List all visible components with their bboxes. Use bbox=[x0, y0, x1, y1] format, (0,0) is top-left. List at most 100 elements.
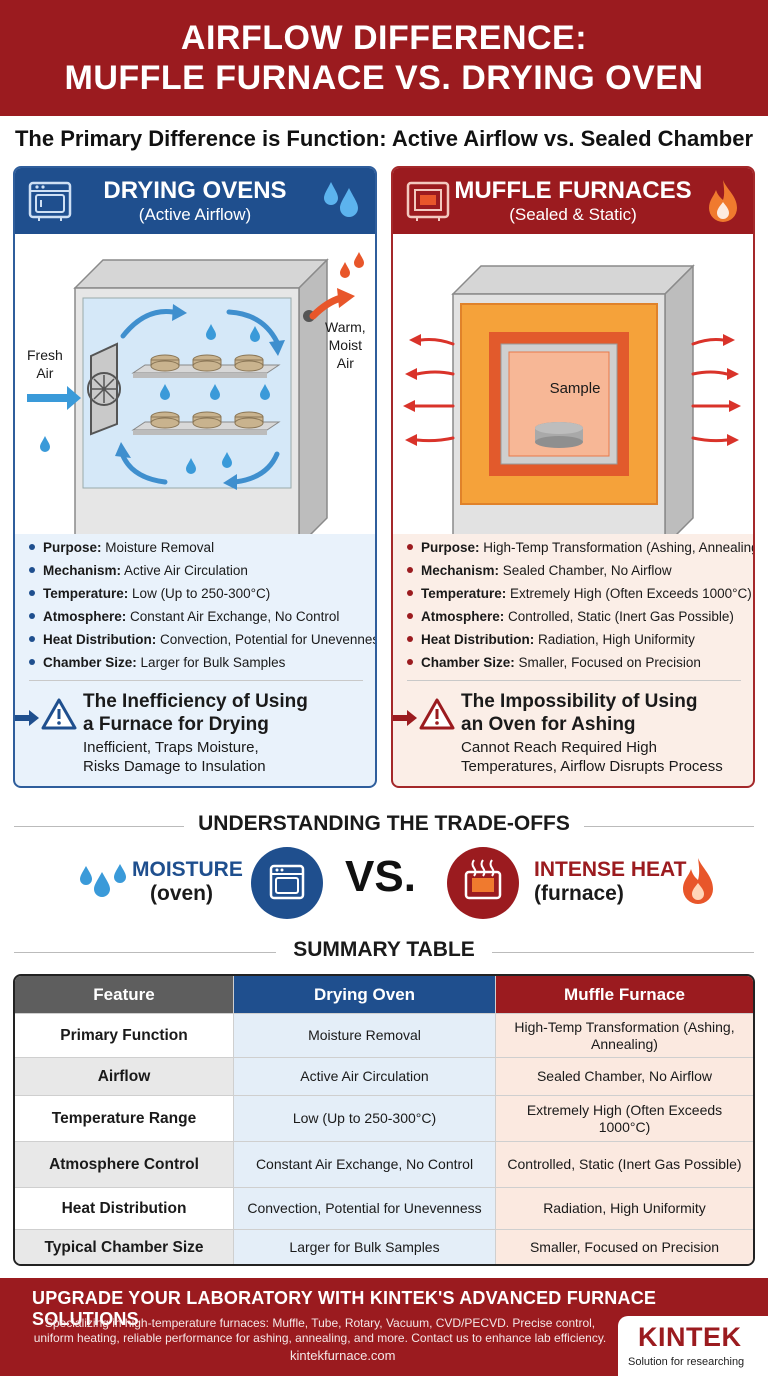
water-drops-icon bbox=[80, 864, 126, 897]
warning-icon bbox=[41, 698, 77, 730]
table-cell-furnace: Smaller, Focused on Precision bbox=[496, 1230, 753, 1264]
oven-divider bbox=[29, 680, 363, 681]
oven-icon bbox=[28, 181, 72, 221]
furnace-properties-list: Purpose: High-Temp Transformation (Ashin… bbox=[407, 536, 753, 674]
summary-heading: SUMMARY TABLE bbox=[0, 938, 768, 968]
summary-table: Feature Drying Oven Muffle Furnace Prima… bbox=[13, 974, 755, 1266]
intense-heat-sublabel: (furnace) bbox=[534, 882, 624, 905]
table-cell-feature: Typical Chamber Size bbox=[15, 1230, 234, 1264]
tradeoffs-heading-text: UNDERSTANDING THE TRADE-OFFS bbox=[198, 812, 570, 835]
table-cell-furnace: Radiation, High Uniformity bbox=[496, 1188, 753, 1229]
table-cell-feature: Airflow bbox=[15, 1058, 234, 1095]
table-row: Primary Function Moisture Removal High-T… bbox=[15, 1014, 753, 1058]
water-drops-icon bbox=[324, 182, 358, 217]
table-row: Temperature Range Low (Up to 250-300°C) … bbox=[15, 1096, 753, 1142]
table-row: Typical Chamber Size Larger for Bulk Sam… bbox=[15, 1230, 753, 1264]
logo-tagline: Solution for researching bbox=[628, 1356, 745, 1368]
furnace-property-item: Atmosphere: Controlled, Static (Inert Ga… bbox=[407, 605, 743, 628]
page-subtitle: The Primary Difference is Function: Acti… bbox=[14, 126, 754, 151]
oven-property-item: Mechanism: Active Air Circulation bbox=[29, 559, 365, 582]
furnace-panel-title: MUFFLE FURNACES bbox=[454, 177, 692, 204]
furnace-property-item: Heat Distribution: Radiation, High Unifo… bbox=[407, 628, 743, 651]
table-header-row: Feature Drying Oven Muffle Furnace bbox=[15, 976, 753, 1014]
table-cell-feature: Primary Function bbox=[15, 1014, 234, 1057]
table-cell-feature: Atmosphere Control bbox=[15, 1142, 234, 1187]
furnace-panel-header: MUFFLE FURNACES (Sealed & Static) bbox=[393, 168, 753, 234]
furnace-icon bbox=[406, 181, 450, 221]
furnace-circle-icon bbox=[447, 847, 519, 919]
moisture-label: MOISTURE bbox=[132, 858, 243, 881]
table-cell-furnace: Extremely High (Often Exceeds 1000°C) bbox=[496, 1096, 753, 1141]
flame-icon bbox=[709, 180, 737, 222]
table-cell-oven: Convection, Potential for Unevenness bbox=[234, 1188, 496, 1229]
table-cell-furnace: Controlled, Static (Inert Gas Possible) bbox=[496, 1142, 753, 1187]
oven-property-item: Heat Distribution: Convection, Potential… bbox=[29, 628, 375, 651]
table-row: Atmosphere Control Constant Air Exchange… bbox=[15, 1142, 753, 1188]
vs-label: VS. bbox=[345, 852, 416, 901]
table-row: Airflow Active Air Circulation Sealed Ch… bbox=[15, 1058, 753, 1096]
table-cell-oven: Constant Air Exchange, No Control bbox=[234, 1142, 496, 1187]
table-header-cell: Muffle Furnace bbox=[496, 976, 753, 1013]
table-header-cell: Drying Oven bbox=[234, 976, 496, 1013]
summary-heading-text: SUMMARY TABLE bbox=[293, 938, 475, 961]
drying-oven-panel: DRYING OVENS (Active Airflow) bbox=[13, 166, 377, 788]
page-header: AIRFLOW DIFFERENCE: MUFFLE FURNACE VS. D… bbox=[0, 0, 768, 116]
fresh-air-label-line1: Fresh bbox=[27, 347, 63, 363]
page-title-line1: AIRFLOW DIFFERENCE: bbox=[180, 19, 588, 57]
logo-text: KINTEK bbox=[638, 1322, 742, 1352]
table-cell-feature: Heat Distribution bbox=[15, 1188, 234, 1229]
oven-property-item: Purpose: Moisture Removal bbox=[29, 536, 365, 559]
warm-moist-air-label: Warm, Moist Air bbox=[325, 318, 366, 372]
flame-icon bbox=[683, 858, 713, 904]
page-footer: UPGRADE YOUR LABORATORY WITH KINTEK'S AD… bbox=[0, 1278, 768, 1376]
tradeoffs-comparison: MOISTURE (oven) VS. INTENSE HEAT (furnac… bbox=[0, 844, 768, 922]
arrow-right-icon bbox=[15, 710, 39, 726]
oven-property-item: Atmosphere: Constant Air Exchange, No Co… bbox=[29, 605, 365, 628]
warm-air-label-line2: Moist bbox=[328, 337, 363, 353]
table-cell-furnace: Sealed Chamber, No Airflow bbox=[496, 1058, 753, 1095]
kintek-logo: KINTEK Solution for researching bbox=[618, 1316, 768, 1376]
table-cell-oven: Low (Up to 250-300°C) bbox=[234, 1096, 496, 1141]
furnace-panel-subtitle: (Sealed & Static) bbox=[509, 205, 637, 224]
furnace-property-item: Mechanism: Sealed Chamber, No Airflow bbox=[407, 559, 743, 582]
furnace-divider bbox=[407, 680, 741, 681]
muffle-furnace-illustration bbox=[393, 234, 753, 548]
muffle-furnace-panel: MUFFLE FURNACES (Sealed & Static) bbox=[391, 166, 755, 788]
table-cell-oven: Moisture Removal bbox=[234, 1014, 496, 1057]
footer-url-link[interactable]: kintekfurnace.com bbox=[290, 1348, 396, 1363]
table-cell-oven: Active Air Circulation bbox=[234, 1058, 496, 1095]
oven-property-item: Temperature: Low (Up to 250-300°C) bbox=[29, 582, 365, 605]
oven-warning-desc: Inefficient, Traps Moisture,Risks Damage… bbox=[83, 739, 266, 775]
table-row: Heat Distribution Convection, Potential … bbox=[15, 1188, 753, 1230]
oven-panel-header: DRYING OVENS (Active Airflow) bbox=[15, 168, 375, 234]
warm-air-label-line3: Air bbox=[336, 355, 354, 371]
furnace-property-item: Chamber Size: Smaller, Focused on Precis… bbox=[407, 651, 743, 674]
table-header-cell: Feature bbox=[15, 976, 234, 1013]
page-title-line2: MUFFLE FURNACE VS. DRYING OVEN bbox=[64, 59, 704, 97]
arrow-right-icon bbox=[393, 710, 417, 726]
drying-oven-illustration bbox=[15, 234, 375, 548]
warning-icon bbox=[419, 698, 455, 730]
oven-property-item: Chamber Size: Larger for Bulk Samples bbox=[29, 651, 365, 674]
intense-heat-label: INTENSE HEAT bbox=[534, 858, 687, 881]
moisture-sublabel: (oven) bbox=[150, 882, 213, 905]
oven-circle-icon bbox=[251, 847, 323, 919]
table-cell-feature: Temperature Range bbox=[15, 1096, 234, 1141]
oven-properties-list: Purpose: Moisture Removal Mechanism: Act… bbox=[29, 536, 375, 674]
fresh-air-label-line2: Air bbox=[36, 365, 54, 381]
tradeoffs-heading: UNDERSTANDING THE TRADE-OFFS bbox=[0, 812, 768, 842]
fresh-air-label: Fresh Air bbox=[27, 346, 63, 382]
oven-panel-subtitle: (Active Airflow) bbox=[138, 205, 252, 224]
oven-panel-title: DRYING OVENS bbox=[103, 177, 287, 204]
table-cell-furnace: High-Temp Transformation (Ashing, Anneal… bbox=[496, 1014, 753, 1057]
sample-label: Sample bbox=[549, 380, 601, 397]
warm-air-label-line1: Warm, bbox=[325, 319, 366, 335]
footer-title: UPGRADE YOUR LABORATORY WITH KINTEK'S AD… bbox=[32, 1288, 657, 1329]
footer-description: Specializing in high-temperature furnace… bbox=[33, 1316, 607, 1345]
furnace-property-item: Temperature: Extremely High (Often Excee… bbox=[407, 582, 752, 605]
